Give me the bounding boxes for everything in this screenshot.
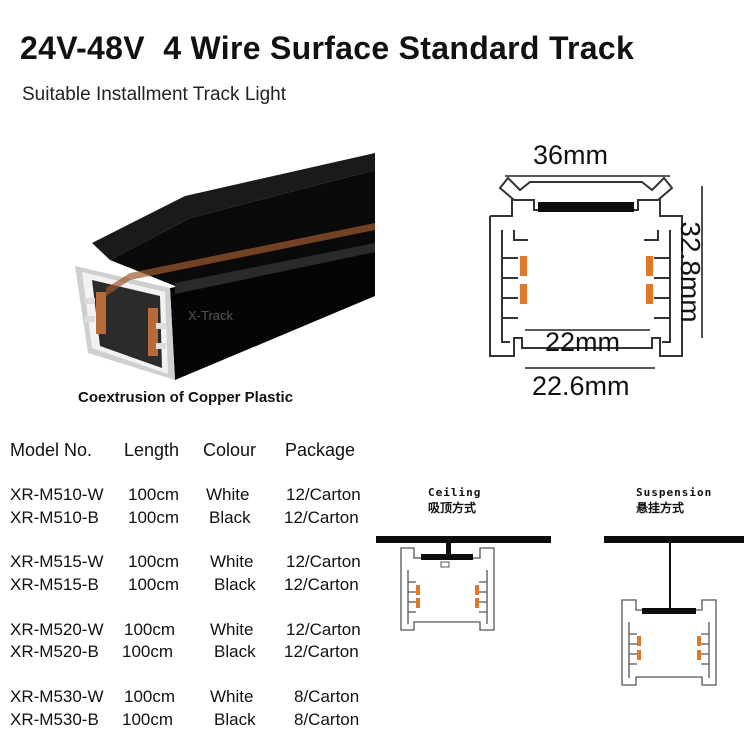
dim-height: 32.8mm xyxy=(675,221,706,323)
suspension-label-cn: 悬挂方式 xyxy=(636,501,685,515)
dim-bottom-width: 22.6mm xyxy=(532,371,630,401)
page-subtitle: Suitable Installment Track Light xyxy=(22,84,287,105)
header-model: Model No. xyxy=(10,440,93,460)
dim-inner-width: 22mm xyxy=(545,327,621,357)
header-package: Package xyxy=(285,440,356,460)
header-colour: Colour xyxy=(203,440,257,460)
header-length: Length xyxy=(124,440,180,460)
ceiling-label-en: Ceiling xyxy=(428,486,482,499)
suspension-mount-diagram xyxy=(604,536,744,686)
dim-top-width: 36mm xyxy=(533,140,609,170)
suspension-label-en: Suspension xyxy=(636,486,713,499)
track-photo: X-Track xyxy=(75,153,375,380)
photo-watermark: X-Track xyxy=(188,308,234,323)
photo-caption: Coextrusion of Copper Plastic xyxy=(78,389,294,406)
page-title: 24V-48V 4 Wire Surface Standard Track xyxy=(20,30,635,66)
ceiling-mount-diagram xyxy=(376,536,551,631)
ceiling-label-cn: 吸顶方式 xyxy=(428,501,477,515)
track-profile-diagram xyxy=(489,175,703,369)
